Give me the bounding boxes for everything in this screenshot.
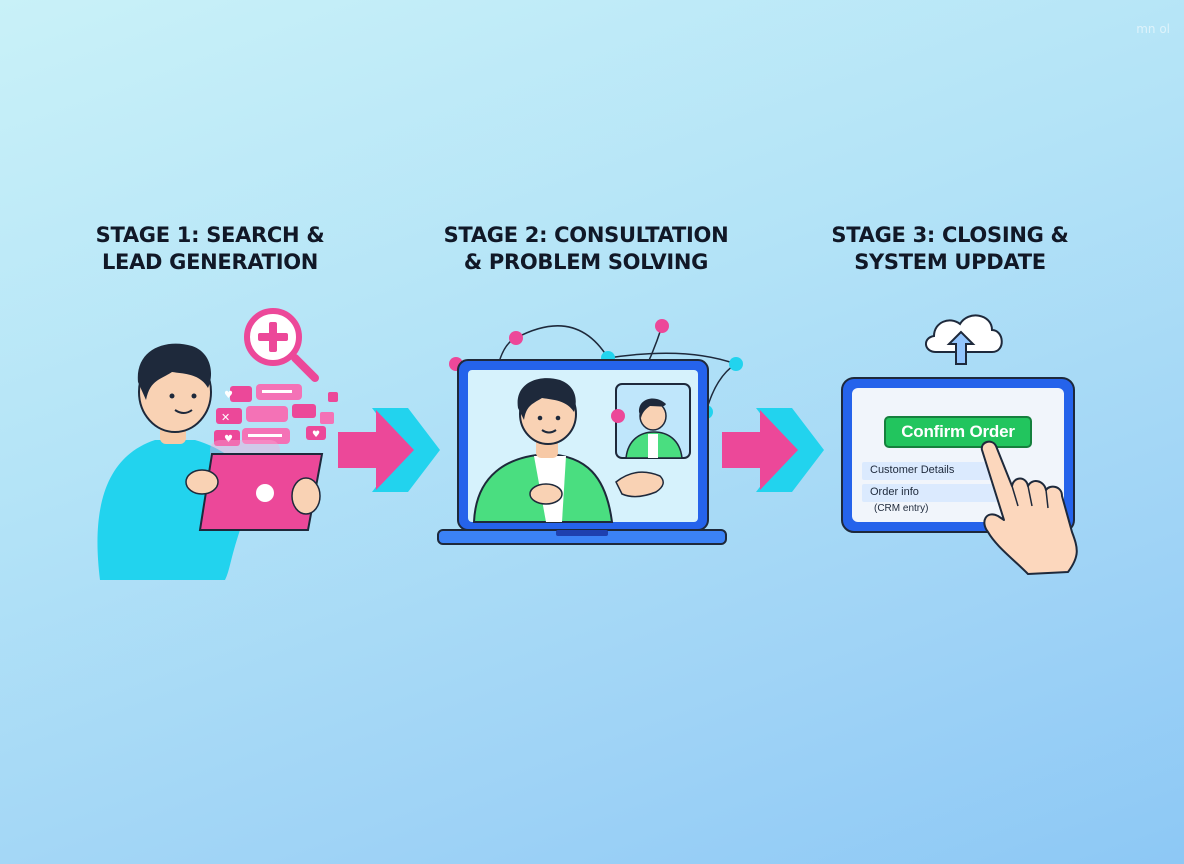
arrow-right-icon (338, 408, 440, 492)
svg-text:♥: ♥ (312, 430, 320, 440)
customer-details-label: Customer Details (870, 464, 955, 476)
watermark: mn ol (1136, 22, 1170, 36)
stage-3-title: STAGE 3: CLOSING & SYSTEM UPDATE (800, 222, 1100, 276)
stage-1-title-line1: STAGE 1: SEARCH & (95, 223, 325, 247)
svg-text:✕: ✕ (221, 411, 230, 424)
stage-3-title-line2: SYSTEM UPDATE (854, 250, 1046, 274)
stage-1-illustration: ♥ ♥ ♥ ✕ (97, 308, 338, 580)
order-info-field[interactable]: Order info (862, 484, 1002, 502)
stage-2-title-line1: STAGE 2: CONSULTATION (443, 223, 729, 247)
pointing-hand-icon (980, 440, 1078, 575)
floating-ui-cards: ♥ ♥ ♥ ✕ (214, 384, 338, 446)
svg-text:♥: ♥ (224, 390, 233, 401)
magnifier-plus-icon (244, 308, 319, 382)
arrow-right-icon (722, 408, 824, 492)
stage-1-title-line2: LEAD GENERATION (101, 250, 319, 274)
svg-text:♥: ♥ (224, 434, 233, 445)
video-call-inset (615, 383, 691, 459)
stage-3-title-line1: STAGE 3: CLOSING & (831, 223, 1069, 247)
stage-2-title-line2: & PROBLEM SOLVING (463, 250, 709, 274)
order-info-label: Order info (870, 486, 919, 498)
consultant-avatar (472, 378, 664, 523)
stage-1-title: STAGE 1: SEARCH & LEAD GENERATION (60, 222, 360, 276)
crm-form: Confirm Order Customer Details Order inf… (852, 388, 1064, 522)
crm-entry-note: (CRM entry) (874, 503, 929, 514)
stage-2-illustration (437, 319, 743, 545)
cloud-upload-icon (925, 314, 1003, 365)
confirm-order-button[interactable]: Confirm Order (884, 416, 1032, 448)
customer-details-field[interactable]: Customer Details (862, 462, 1002, 480)
tablet (198, 453, 324, 531)
stage-2-title: STAGE 2: CONSULTATION & PROBLEM SOLVING (436, 222, 736, 276)
